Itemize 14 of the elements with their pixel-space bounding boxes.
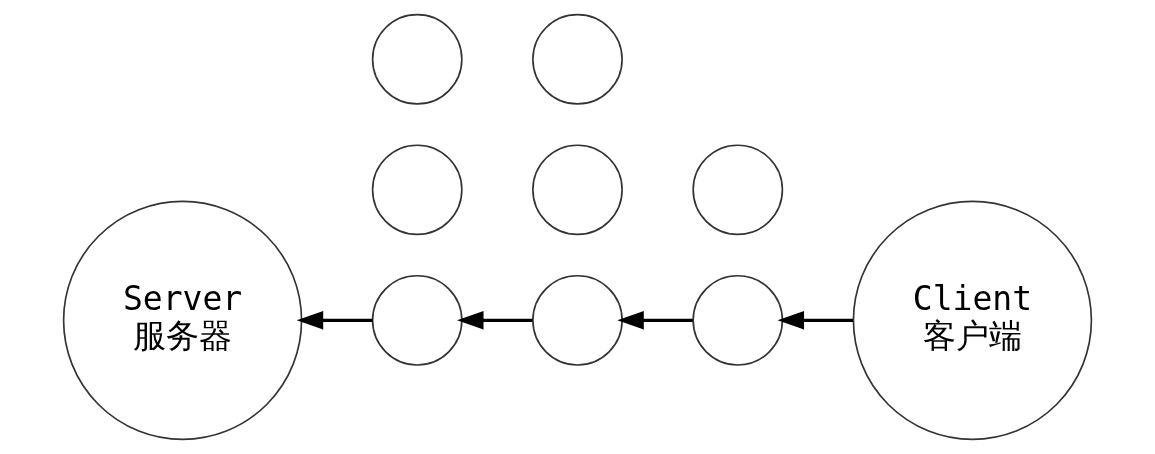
- node-circle: Server 服务器: [62, 200, 303, 441]
- node-circle: [692, 144, 784, 236]
- node-circle: [532, 274, 623, 366]
- arrow: [617, 311, 693, 330]
- node-circle: [371, 144, 463, 236]
- node-circle: [532, 144, 623, 236]
- node-circle: [532, 13, 623, 105]
- arrow: [457, 311, 533, 330]
- node-circle: [371, 13, 463, 105]
- node-circle: [692, 274, 784, 366]
- node-circle: [371, 274, 463, 366]
- arrow: [296, 311, 373, 330]
- arrow: [777, 311, 854, 330]
- node-circle: Client 客户端: [852, 200, 1093, 441]
